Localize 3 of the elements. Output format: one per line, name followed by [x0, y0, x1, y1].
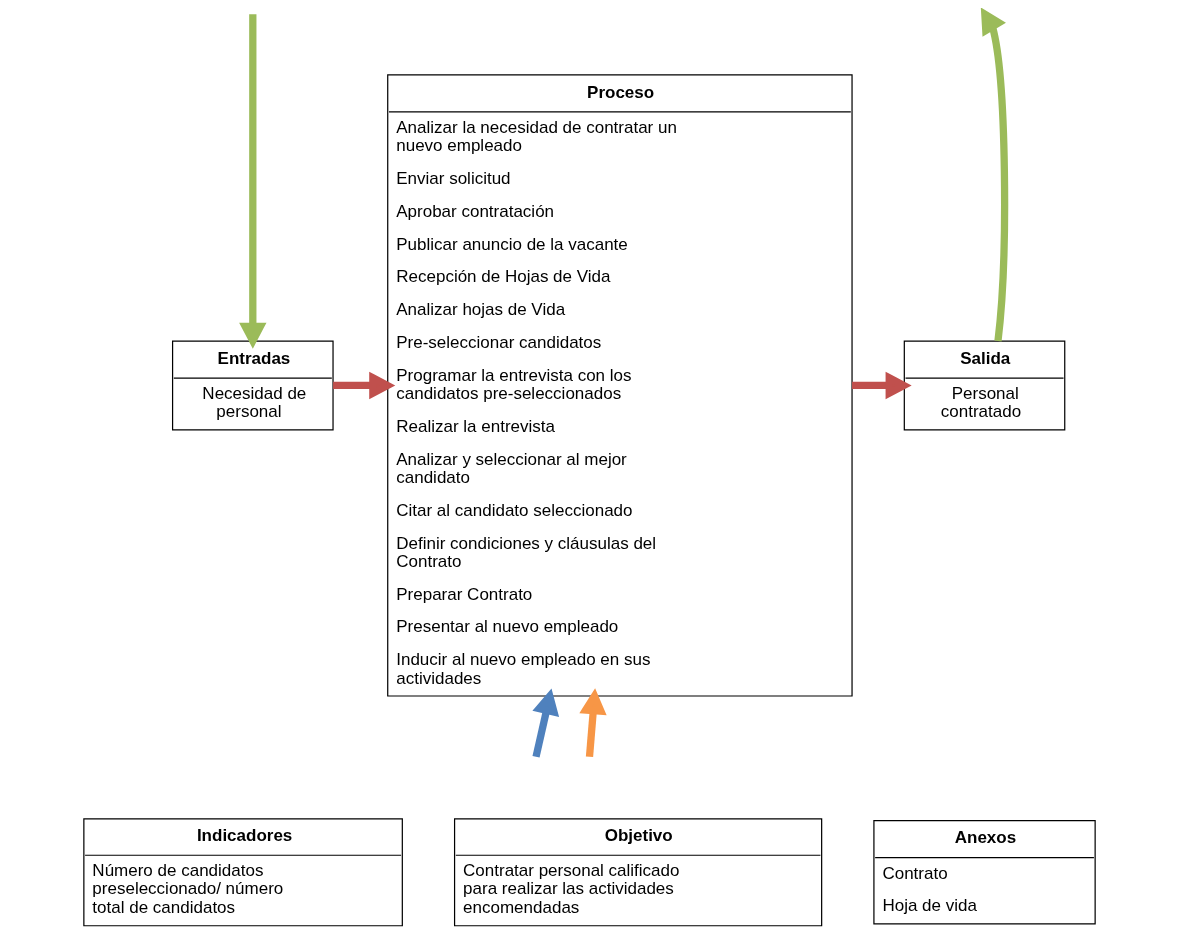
- arrow: [980, 8, 1009, 342]
- arrow: [579, 688, 607, 758]
- arrow: [532, 688, 560, 758]
